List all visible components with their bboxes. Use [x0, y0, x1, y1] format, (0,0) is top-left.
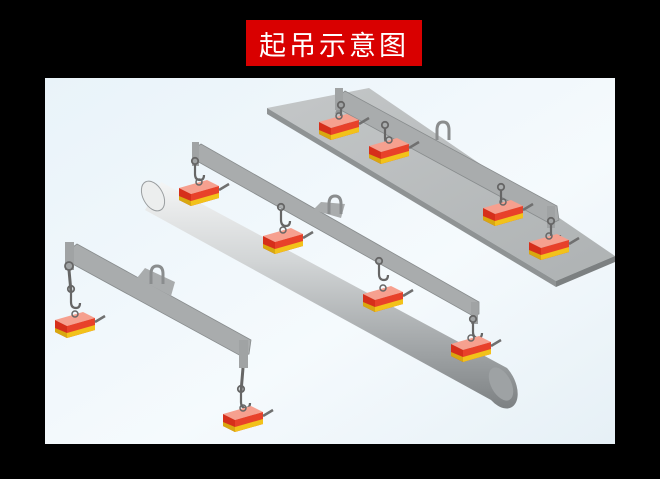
lifting-illustration	[45, 78, 615, 444]
lifting-beam-icon	[192, 142, 480, 324]
steel-plate-icon	[267, 88, 615, 287]
steel-pipe-icon	[140, 180, 518, 409]
page-title: 起吊示意图	[259, 30, 409, 62]
title-banner: 起吊示意图	[246, 20, 422, 66]
